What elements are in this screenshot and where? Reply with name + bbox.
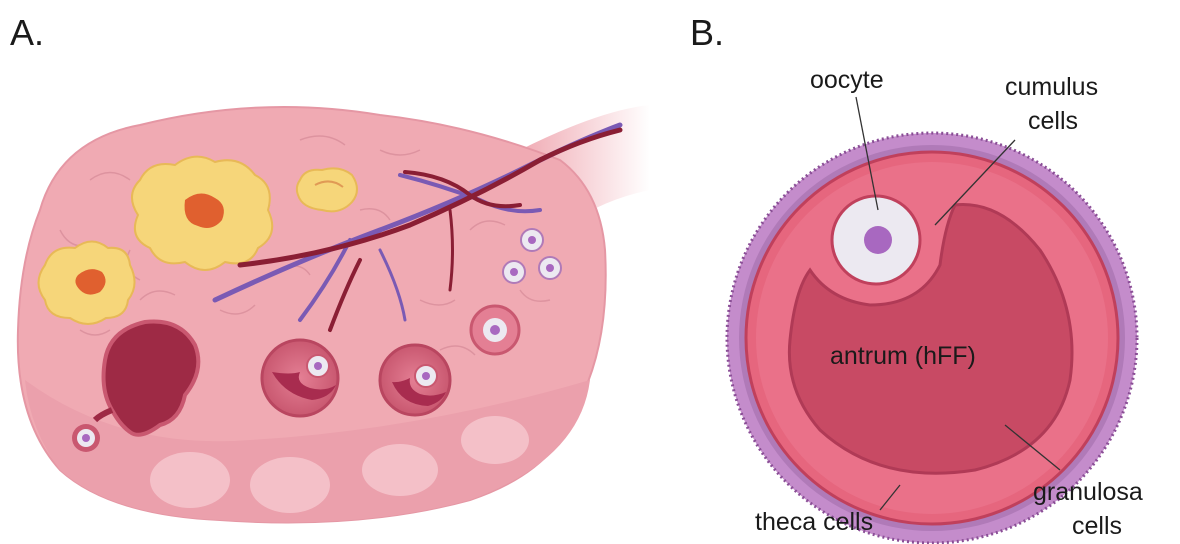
antral-follicle-large — [262, 340, 338, 416]
theca-label: theca cells — [755, 508, 873, 536]
antral-follicle-medium — [380, 345, 450, 415]
granulosa-label-line1: granulosa — [1033, 478, 1143, 506]
oocyte-label: oocyte — [810, 66, 884, 94]
cortex-highlight — [461, 416, 529, 464]
panel-b-label: B. — [690, 12, 724, 53]
cortex-highlight — [150, 452, 230, 508]
cumulus-label-line2: cells — [1028, 107, 1078, 135]
corpus-small — [297, 168, 357, 211]
released-oocyte — [72, 424, 100, 452]
panel-a-label: A. — [10, 12, 44, 53]
oocyte — [832, 196, 920, 284]
panel-b: B. oocyte cumulus cells antrum (hFF) gra… — [690, 12, 1143, 543]
cumulus-label-line1: cumulus — [1005, 73, 1098, 101]
cortex-highlight — [362, 444, 438, 496]
cortex-highlight — [250, 457, 330, 513]
panel-a: A. — [10, 12, 650, 523]
corpus-luteum-large — [132, 157, 272, 270]
secondary-follicle — [471, 306, 519, 354]
granulosa-label-line2: cells — [1072, 512, 1122, 540]
antrum-label: antrum (hFF) — [830, 342, 976, 370]
corpus-luteum-left — [39, 242, 135, 325]
